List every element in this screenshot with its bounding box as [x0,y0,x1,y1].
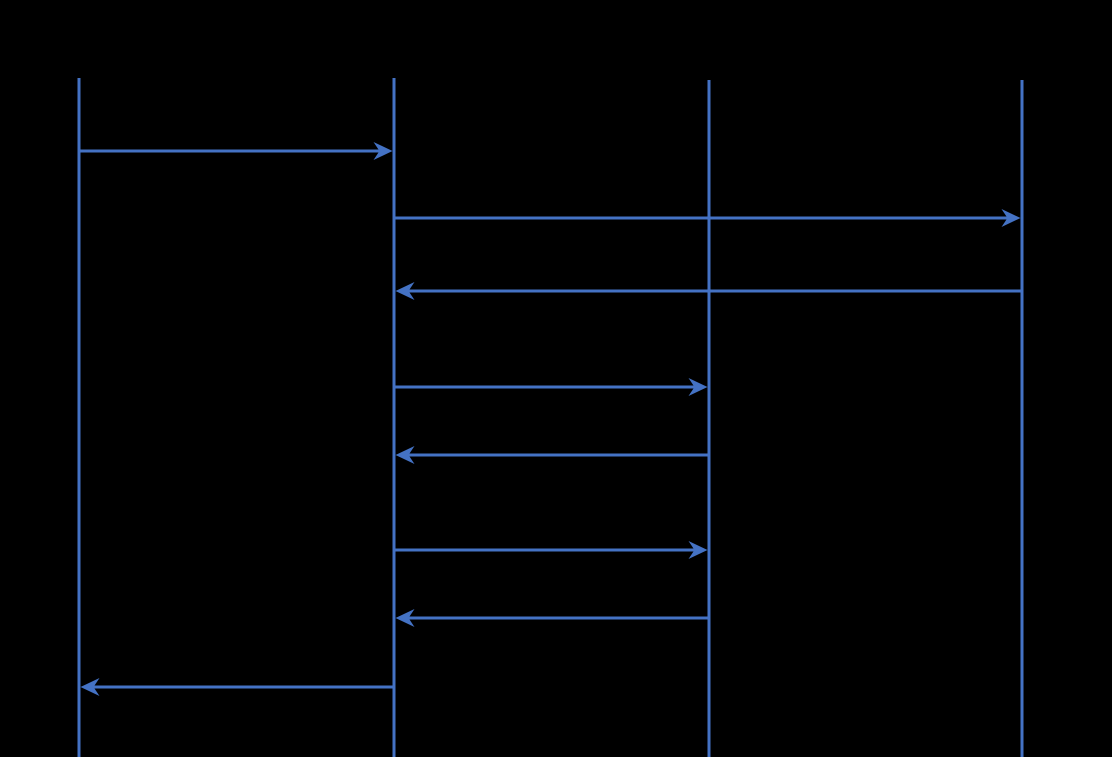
message-1-arrowhead-icon [373,142,393,160]
message-7 [395,609,709,627]
message-6-arrowhead-icon [688,541,708,559]
message-2-arrowhead-icon [1001,209,1021,227]
message-8-arrowhead-icon [80,678,100,696]
message-6 [394,541,708,559]
message-5-arrowhead-icon [395,446,415,464]
message-8 [80,678,394,696]
message-3 [395,282,1022,300]
message-5 [395,446,709,464]
message-1 [79,142,393,160]
message-4-arrowhead-icon [688,378,708,396]
message-3-arrowhead-icon [395,282,415,300]
message-2 [394,209,1021,227]
message-7-arrowhead-icon [395,609,415,627]
message-4 [394,378,708,396]
